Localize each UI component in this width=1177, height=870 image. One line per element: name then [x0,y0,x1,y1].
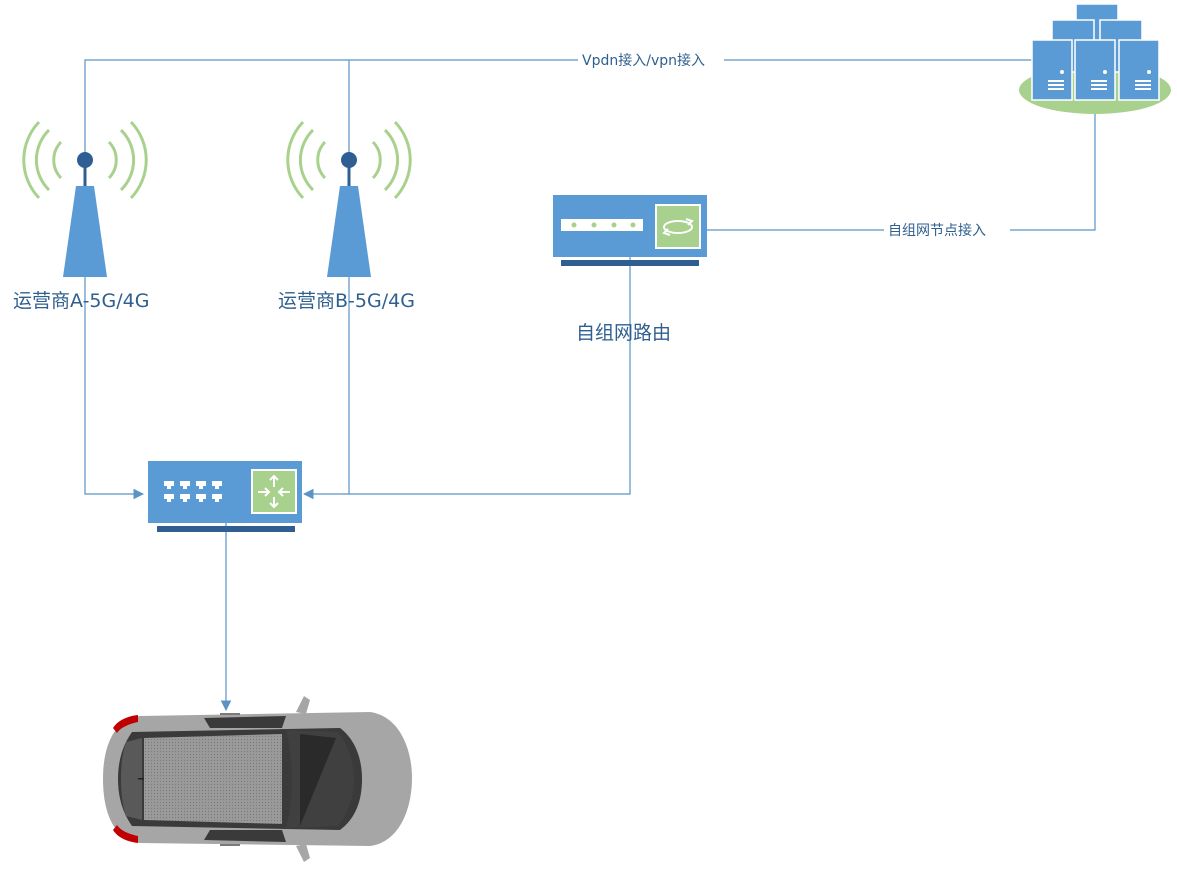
tower-b [286,120,412,277]
svg-text:自组网节点接入: 自组网节点接入 [888,222,986,239]
antenna-tower-icon [286,120,412,277]
mesh-router-label: 自组网路由 [576,322,671,344]
link-tower-a-to-switch [84,200,145,500]
connection-lines [84,59,1099,712]
server-cluster [1019,3,1171,114]
server-unit-left [1031,39,1073,101]
link-router-to-switch [349,228,631,495]
mesh-router [553,195,707,266]
tower-b-label: 运营商B-5G/4G [278,290,415,312]
mesh-router-icon [553,195,707,266]
server-unit-center [1074,39,1116,101]
server-cluster-icon [1019,3,1171,114]
tower-a [22,120,148,277]
car-top-view-icon [103,696,412,862]
vehicle [103,696,412,862]
link-router-to-server [704,95,1096,231]
network-switch-icon [148,461,302,532]
antenna-tower-icon [22,120,148,277]
vehicle-switch [148,461,302,532]
link-label-vpdn: Vpdn接入/vpn接入 [578,50,724,70]
svg-text:Vpdn接入/vpn接入: Vpdn接入/vpn接入 [582,52,705,69]
link-tower-a-to-server [84,59,1099,158]
link-label-mesh: 自组网节点接入 [884,220,1010,240]
server-unit-right [1118,39,1160,101]
tower-a-label: 运营商A-5G/4G [13,290,149,312]
